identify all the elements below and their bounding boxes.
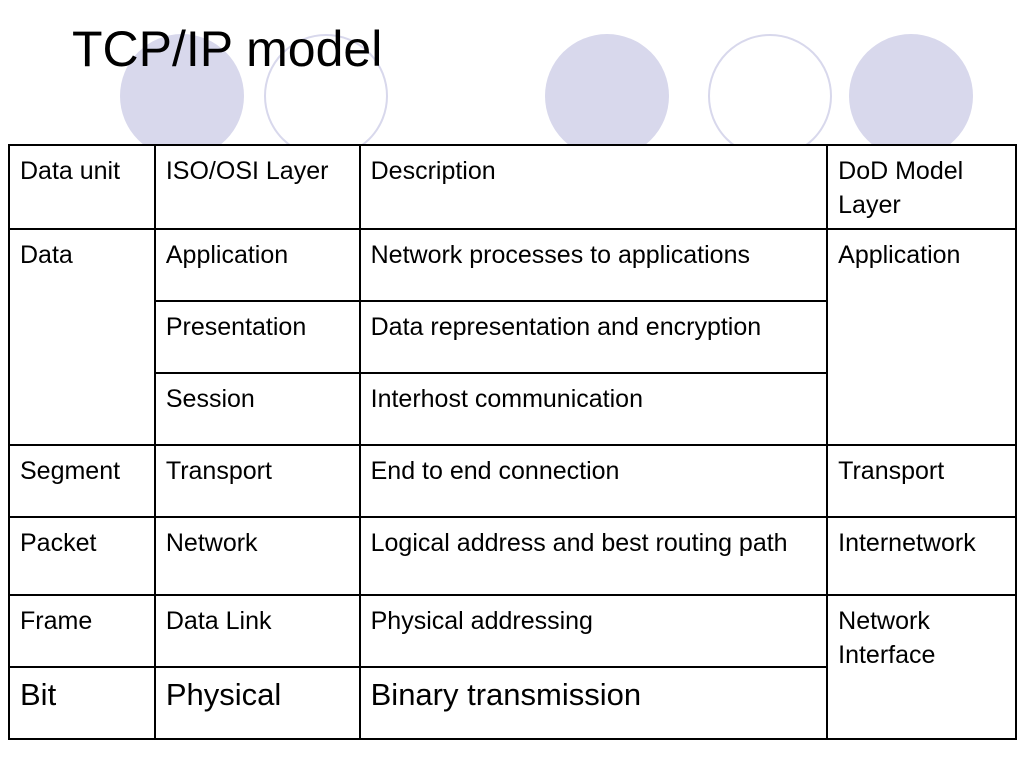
header-iso-osi-layer: ISO/OSI Layer xyxy=(153,144,361,230)
cell-dod-layer: Network Interface xyxy=(826,594,1017,740)
cell-dod-layer: Internetwork xyxy=(826,516,1017,596)
cell-osi-layer: Application xyxy=(153,228,361,302)
slide-title: TCP/IP model xyxy=(72,21,383,77)
cell-osi-layer: Network xyxy=(153,516,361,596)
decorative-circle-1 xyxy=(120,34,244,158)
cell-dod-layer: Transport xyxy=(826,444,1017,518)
cell-osi-layer: Data Link xyxy=(153,594,361,668)
table-row: Frame Data Link Physical addressing Netw… xyxy=(8,594,1017,740)
header-data-unit: Data unit xyxy=(8,144,156,230)
cell-data-unit: Segment xyxy=(8,444,156,518)
table-row: Session Interhost communication xyxy=(9,372,1016,446)
cell-description: Data representation and encryption xyxy=(358,300,829,374)
table-row: Packet Network Logical address and best … xyxy=(8,516,1017,596)
header-dod-model-layer: DoD Model Layer xyxy=(826,144,1017,230)
cell-osi-layer: Transport xyxy=(153,444,361,518)
cell-description: Binary transmission xyxy=(358,666,829,740)
decorative-circle-5 xyxy=(849,34,973,158)
table-header-row: Data unit ISO/OSI Layer Description DoD … xyxy=(8,144,1017,230)
cell-osi-layer: Physical xyxy=(153,666,361,740)
cell-osi-layer: Presentation xyxy=(153,300,361,374)
cell-data-unit: Frame xyxy=(8,594,156,668)
table-row: Data Application Network processes to ap… xyxy=(8,228,1017,446)
cell-description: Network processes to applications xyxy=(358,228,829,302)
table-row: Bit Physical Binary transmission xyxy=(8,666,1016,740)
cell-description: Interhost communication xyxy=(358,372,829,446)
table-row: Segment Transport End to end connection … xyxy=(8,444,1017,518)
cell-data-unit: Packet xyxy=(8,516,156,596)
cell-description: End to end connection xyxy=(358,444,829,518)
cell-osi-layer: Session xyxy=(153,372,361,446)
tcp-ip-model-table: Data unit ISO/OSI Layer Description DoD … xyxy=(8,144,1017,740)
cell-dod-layer: Application xyxy=(826,228,1017,446)
decorative-circle-3 xyxy=(545,34,669,158)
cell-description: Physical addressing xyxy=(358,594,829,668)
cell-data-unit: Data xyxy=(8,228,156,446)
header-description: Description xyxy=(358,144,829,230)
cell-data-unit: Bit xyxy=(8,666,156,740)
decorative-circle-4 xyxy=(708,34,832,158)
table-row: Presentation Data representation and enc… xyxy=(9,300,1016,374)
cell-description: Logical address and best routing path xyxy=(358,516,829,596)
